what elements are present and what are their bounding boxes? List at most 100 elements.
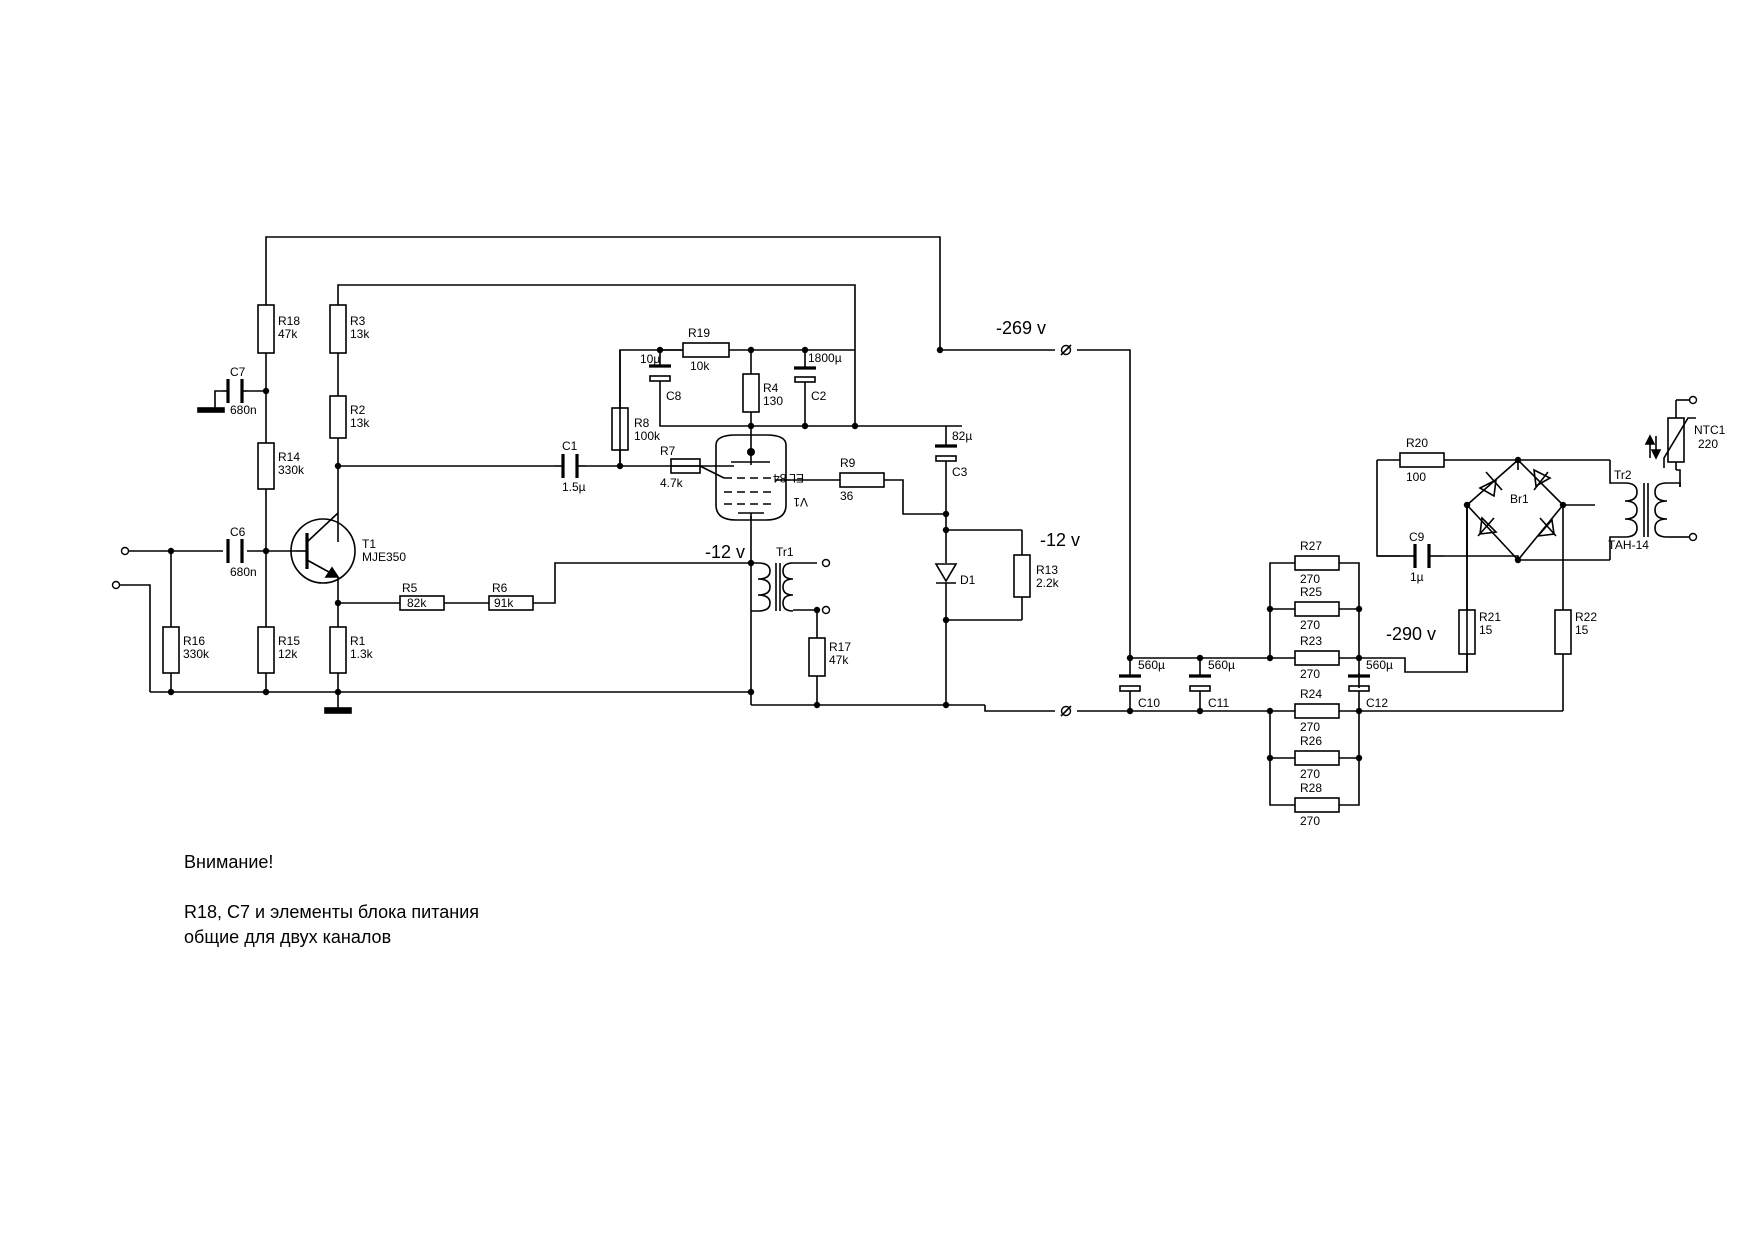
- Tr2-ref: Tr2: [1614, 468, 1632, 482]
- resistors: [162, 304, 1572, 813]
- R9-ref: R9: [840, 456, 856, 470]
- C12-ref: C12: [1366, 696, 1388, 710]
- resistor-R24: [1294, 703, 1340, 719]
- R16-value: 330k: [183, 647, 210, 661]
- bridge-diode: [1533, 468, 1552, 488]
- junction-dot: [942, 510, 950, 518]
- C11-ref: C11: [1208, 696, 1229, 710]
- C6-value: 680n: [230, 565, 257, 579]
- C3-value: 82µ: [952, 429, 972, 443]
- C1-value: 1.5µ: [562, 480, 586, 494]
- R3-ref: R3: [350, 314, 366, 328]
- C9-value: 1µ: [1410, 570, 1424, 584]
- ground-symbol: [324, 707, 352, 714]
- R1-ref: R1: [350, 634, 366, 648]
- C2-value: 1800µ: [808, 351, 842, 365]
- transformer-Tr1: [751, 562, 794, 612]
- resistor-R23: [1294, 650, 1340, 666]
- wires: [120, 236, 1689, 806]
- resistor-R14: [257, 442, 275, 490]
- C8-value: 10µ: [640, 352, 660, 366]
- junction-dot: [801, 422, 809, 430]
- R5-value: 82k: [407, 596, 427, 610]
- junction-dot: [942, 526, 950, 534]
- Tr2-value: ТАН-14: [1608, 538, 1649, 552]
- junction-dot: [1355, 654, 1363, 662]
- resistor-R5: [399, 595, 445, 611]
- R18-value: 47k: [278, 327, 298, 341]
- ground-symbol: [197, 407, 225, 413]
- capacitor-C11: [1189, 685, 1211, 692]
- R16-ref: R16: [183, 634, 205, 648]
- C7-ref: C7: [230, 365, 246, 379]
- resistor-R1: [329, 626, 347, 674]
- junction-dot: [262, 387, 270, 395]
- R14-ref: R14: [278, 450, 300, 464]
- resistor-R8: [611, 407, 629, 451]
- junction-dot: [167, 547, 175, 555]
- NTC1-value: 220: [1698, 437, 1718, 451]
- resistor-R20: [1399, 452, 1445, 468]
- R7-ref: R7: [660, 444, 676, 458]
- R28-ref: R28: [1300, 781, 1322, 795]
- resistor-R16: [162, 626, 180, 674]
- capacitor-C10: [1119, 685, 1141, 692]
- R18-ref: R18: [278, 314, 300, 328]
- C10-value: 560µ: [1138, 658, 1165, 672]
- junction-dot: [1126, 654, 1134, 662]
- T1-value: MJE350: [362, 550, 406, 564]
- transistor-T1: [290, 512, 356, 584]
- C2-ref: C2: [811, 389, 827, 403]
- R8-ref: R8: [634, 416, 650, 430]
- R2-ref: R2: [350, 403, 366, 417]
- R19-value: 10k: [690, 359, 710, 373]
- T1-ref: T1: [362, 537, 376, 551]
- R5-ref: R5: [402, 581, 418, 595]
- R21-value: 15: [1479, 623, 1493, 637]
- voltage-heater-right: -12 v: [1040, 530, 1080, 550]
- resistor-R9: [839, 472, 885, 488]
- C10-ref: C10: [1138, 696, 1160, 710]
- junction-dot: [747, 688, 755, 696]
- R28-value: 270: [1300, 814, 1320, 828]
- labels: R18 47k R3 13k R2 13k C7 680n R14 330k C…: [183, 314, 1726, 828]
- resistor-R27: [1294, 555, 1340, 571]
- R15-ref: R15: [278, 634, 300, 648]
- junction-dot: [334, 599, 342, 607]
- voltage-b-plus: -269 v: [996, 318, 1046, 338]
- resistor-R17: [808, 637, 826, 677]
- resistor-R4: [742, 373, 760, 413]
- junction-dot: [942, 701, 950, 709]
- tube-V1: [699, 434, 790, 521]
- R15-value: 12k: [278, 647, 298, 661]
- NTC1-ref: NTC1: [1694, 423, 1726, 437]
- resistor-R21: [1458, 609, 1476, 655]
- junction-dot: [1355, 707, 1363, 715]
- resistor-R13: [1013, 554, 1031, 598]
- terminals: [111, 344, 1698, 717]
- junction-dot: [1196, 654, 1204, 662]
- capacitor-C3: [935, 455, 957, 462]
- input-ground-terminal: [111, 580, 121, 590]
- junction-dot: [1266, 605, 1274, 613]
- junction-dot: [1126, 707, 1134, 715]
- junction-dot: [1266, 754, 1274, 762]
- bridge-diode: [1478, 478, 1497, 498]
- junction-dot: [1355, 754, 1363, 762]
- R26-ref: R26: [1300, 734, 1322, 748]
- resistor-R18: [257, 304, 275, 354]
- connector-mark: [1060, 705, 1072, 717]
- V1-ref: V1: [793, 495, 808, 509]
- capacitor-C12: [1348, 685, 1370, 692]
- bridge-diode: [1536, 518, 1555, 538]
- junction-dot: [262, 688, 270, 696]
- note-title: Внимание!: [184, 852, 274, 872]
- R17-value: 47k: [829, 653, 849, 667]
- junction-dot: [747, 559, 755, 567]
- resistor-R25: [1294, 601, 1340, 617]
- C11-value: 560µ: [1208, 658, 1235, 672]
- junction-dot: [1196, 707, 1204, 715]
- R6-ref: R6: [492, 581, 508, 595]
